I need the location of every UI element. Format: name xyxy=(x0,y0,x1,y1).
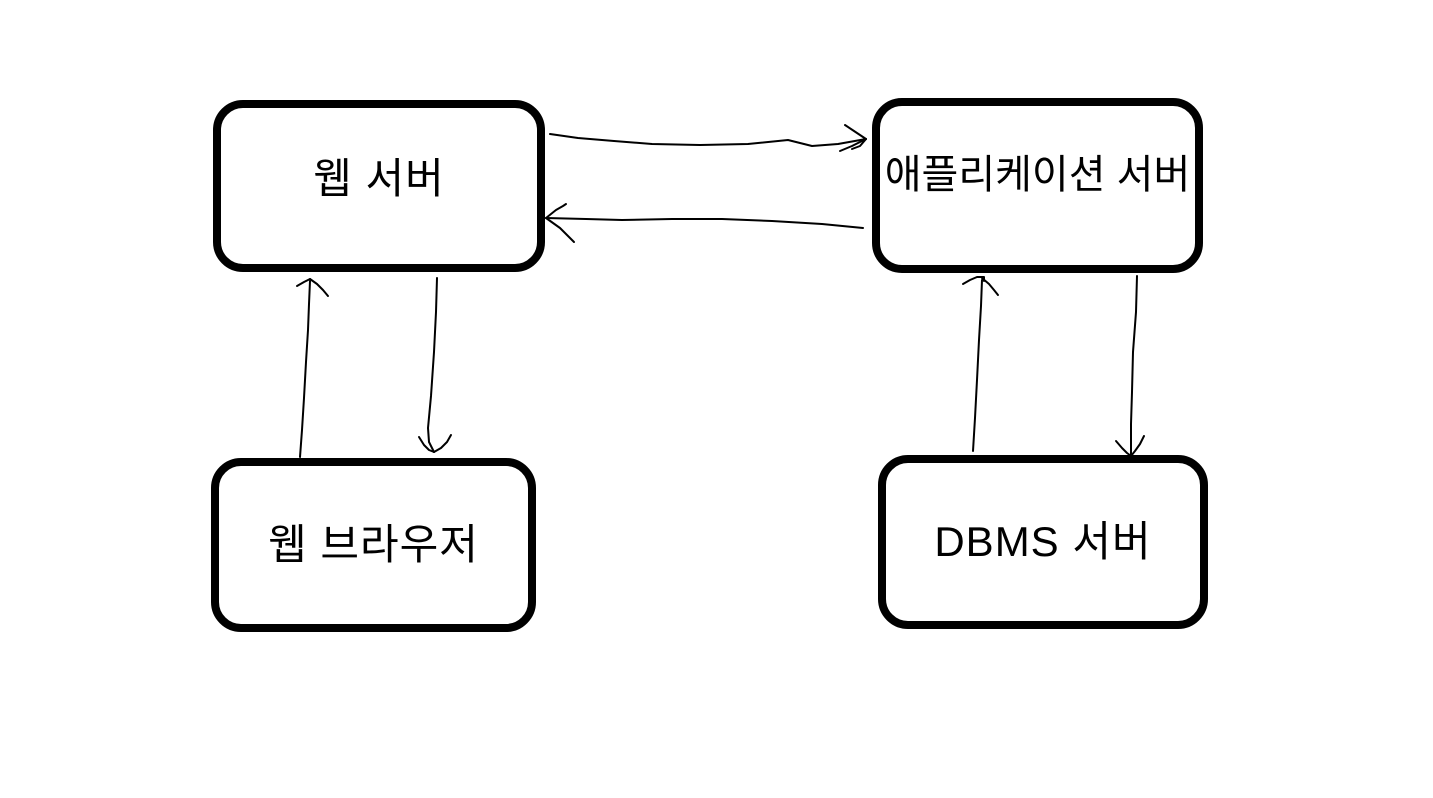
node-web-server-label: 웹 서버 xyxy=(313,155,445,202)
arrow-appserver-to-webserver xyxy=(545,203,864,243)
node-application-server-label: 애플리케이션 서버 xyxy=(884,152,1191,197)
arrow-webbrowser-to-webserver xyxy=(296,278,329,458)
node-dbms-server-label: DBMS 서버 xyxy=(934,518,1152,565)
arrow-appserver-to-dbmsserver xyxy=(1115,275,1145,457)
node-web-browser-label: 웹 브라우저 xyxy=(268,521,479,568)
arrow-dbmsserver-to-appserver xyxy=(962,276,999,452)
arrow-webserver-to-webbrowser xyxy=(418,277,452,453)
arrow-webserver-to-appserver xyxy=(549,124,867,152)
node-dbms-server: DBMS 서버 xyxy=(878,455,1208,629)
node-web-browser: 웹 브라우저 xyxy=(211,458,536,632)
node-application-server: 애플리케이션 서버 xyxy=(872,98,1203,273)
node-web-server: 웹 서버 xyxy=(213,100,545,272)
